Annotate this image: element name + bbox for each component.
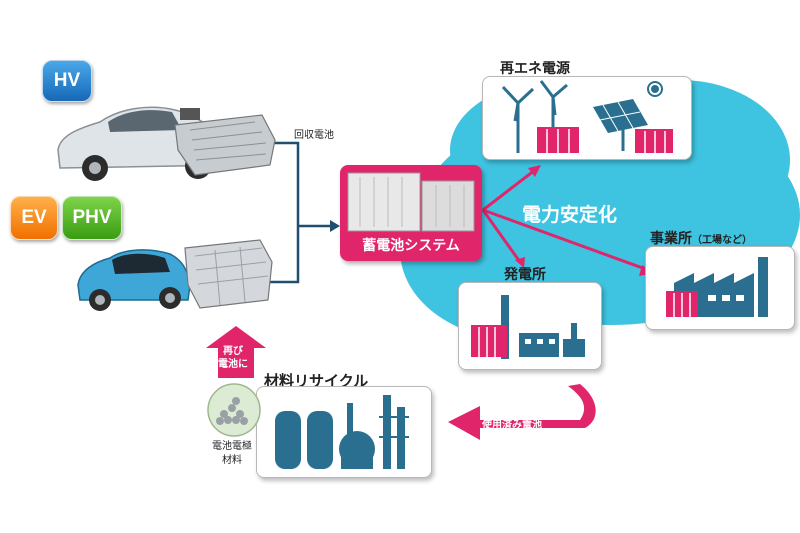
connector-arrowhead [330, 220, 340, 232]
recovered-battery-label: 回収電池 [294, 130, 334, 141]
power-plant-label: 発電所 [504, 267, 546, 283]
business-label: 事業所（工場など） [650, 228, 752, 248]
electrode-line2: 材料 [222, 455, 242, 466]
recovered-battery-connector [270, 141, 332, 284]
recycle-plant-icon [275, 395, 409, 469]
power-plant-icon [471, 295, 585, 359]
electrode-line1: 電池電極 [212, 441, 252, 452]
again-up-arrow [206, 326, 266, 378]
business-panel [645, 246, 795, 330]
renewable-panel [482, 76, 692, 160]
power-plant-panel [458, 282, 602, 370]
material-pellets [216, 397, 248, 425]
again-to-battery-label: 再び 電池に [218, 345, 248, 371]
renewable-label: 再エネ電源 [500, 61, 570, 77]
material-recycle-panel [256, 386, 432, 478]
business-title: 事業所 [650, 231, 692, 247]
material-recycle-label: 材料リサイクル [264, 372, 369, 390]
wind-solar-icon [501, 80, 673, 153]
used-battery-arrow [448, 384, 596, 440]
phv-badge: PHV [62, 196, 122, 240]
business-note: （工場など） [692, 235, 752, 246]
again-line2: 電池に [218, 359, 248, 370]
arrowhead-renewable [528, 165, 541, 177]
used-battery-label: 使用済み電池 [482, 420, 542, 431]
hv-battery-pack-icon [174, 108, 276, 176]
arrow-to-renewable [482, 168, 536, 212]
factory-icon [666, 257, 768, 317]
ev-badge: EV [10, 196, 58, 240]
again-line1: 再び [223, 346, 243, 357]
storage-system-box: 蓄電池システム [340, 165, 482, 261]
storage-system-label: 蓄電池システム [362, 238, 460, 254]
electrode-material-label: 電池電極 材料 [212, 440, 252, 468]
grid-stabilization-label: 電力安定化 [522, 204, 618, 226]
arrow-to-power-plant [481, 209, 522, 263]
hv-badge: HV [42, 60, 92, 102]
storage-cabinet-icon [347, 172, 475, 232]
ev-battery-pack-icon [184, 239, 273, 309]
arrow-to-business [482, 208, 649, 272]
arrowhead-power-plant [515, 257, 525, 268]
